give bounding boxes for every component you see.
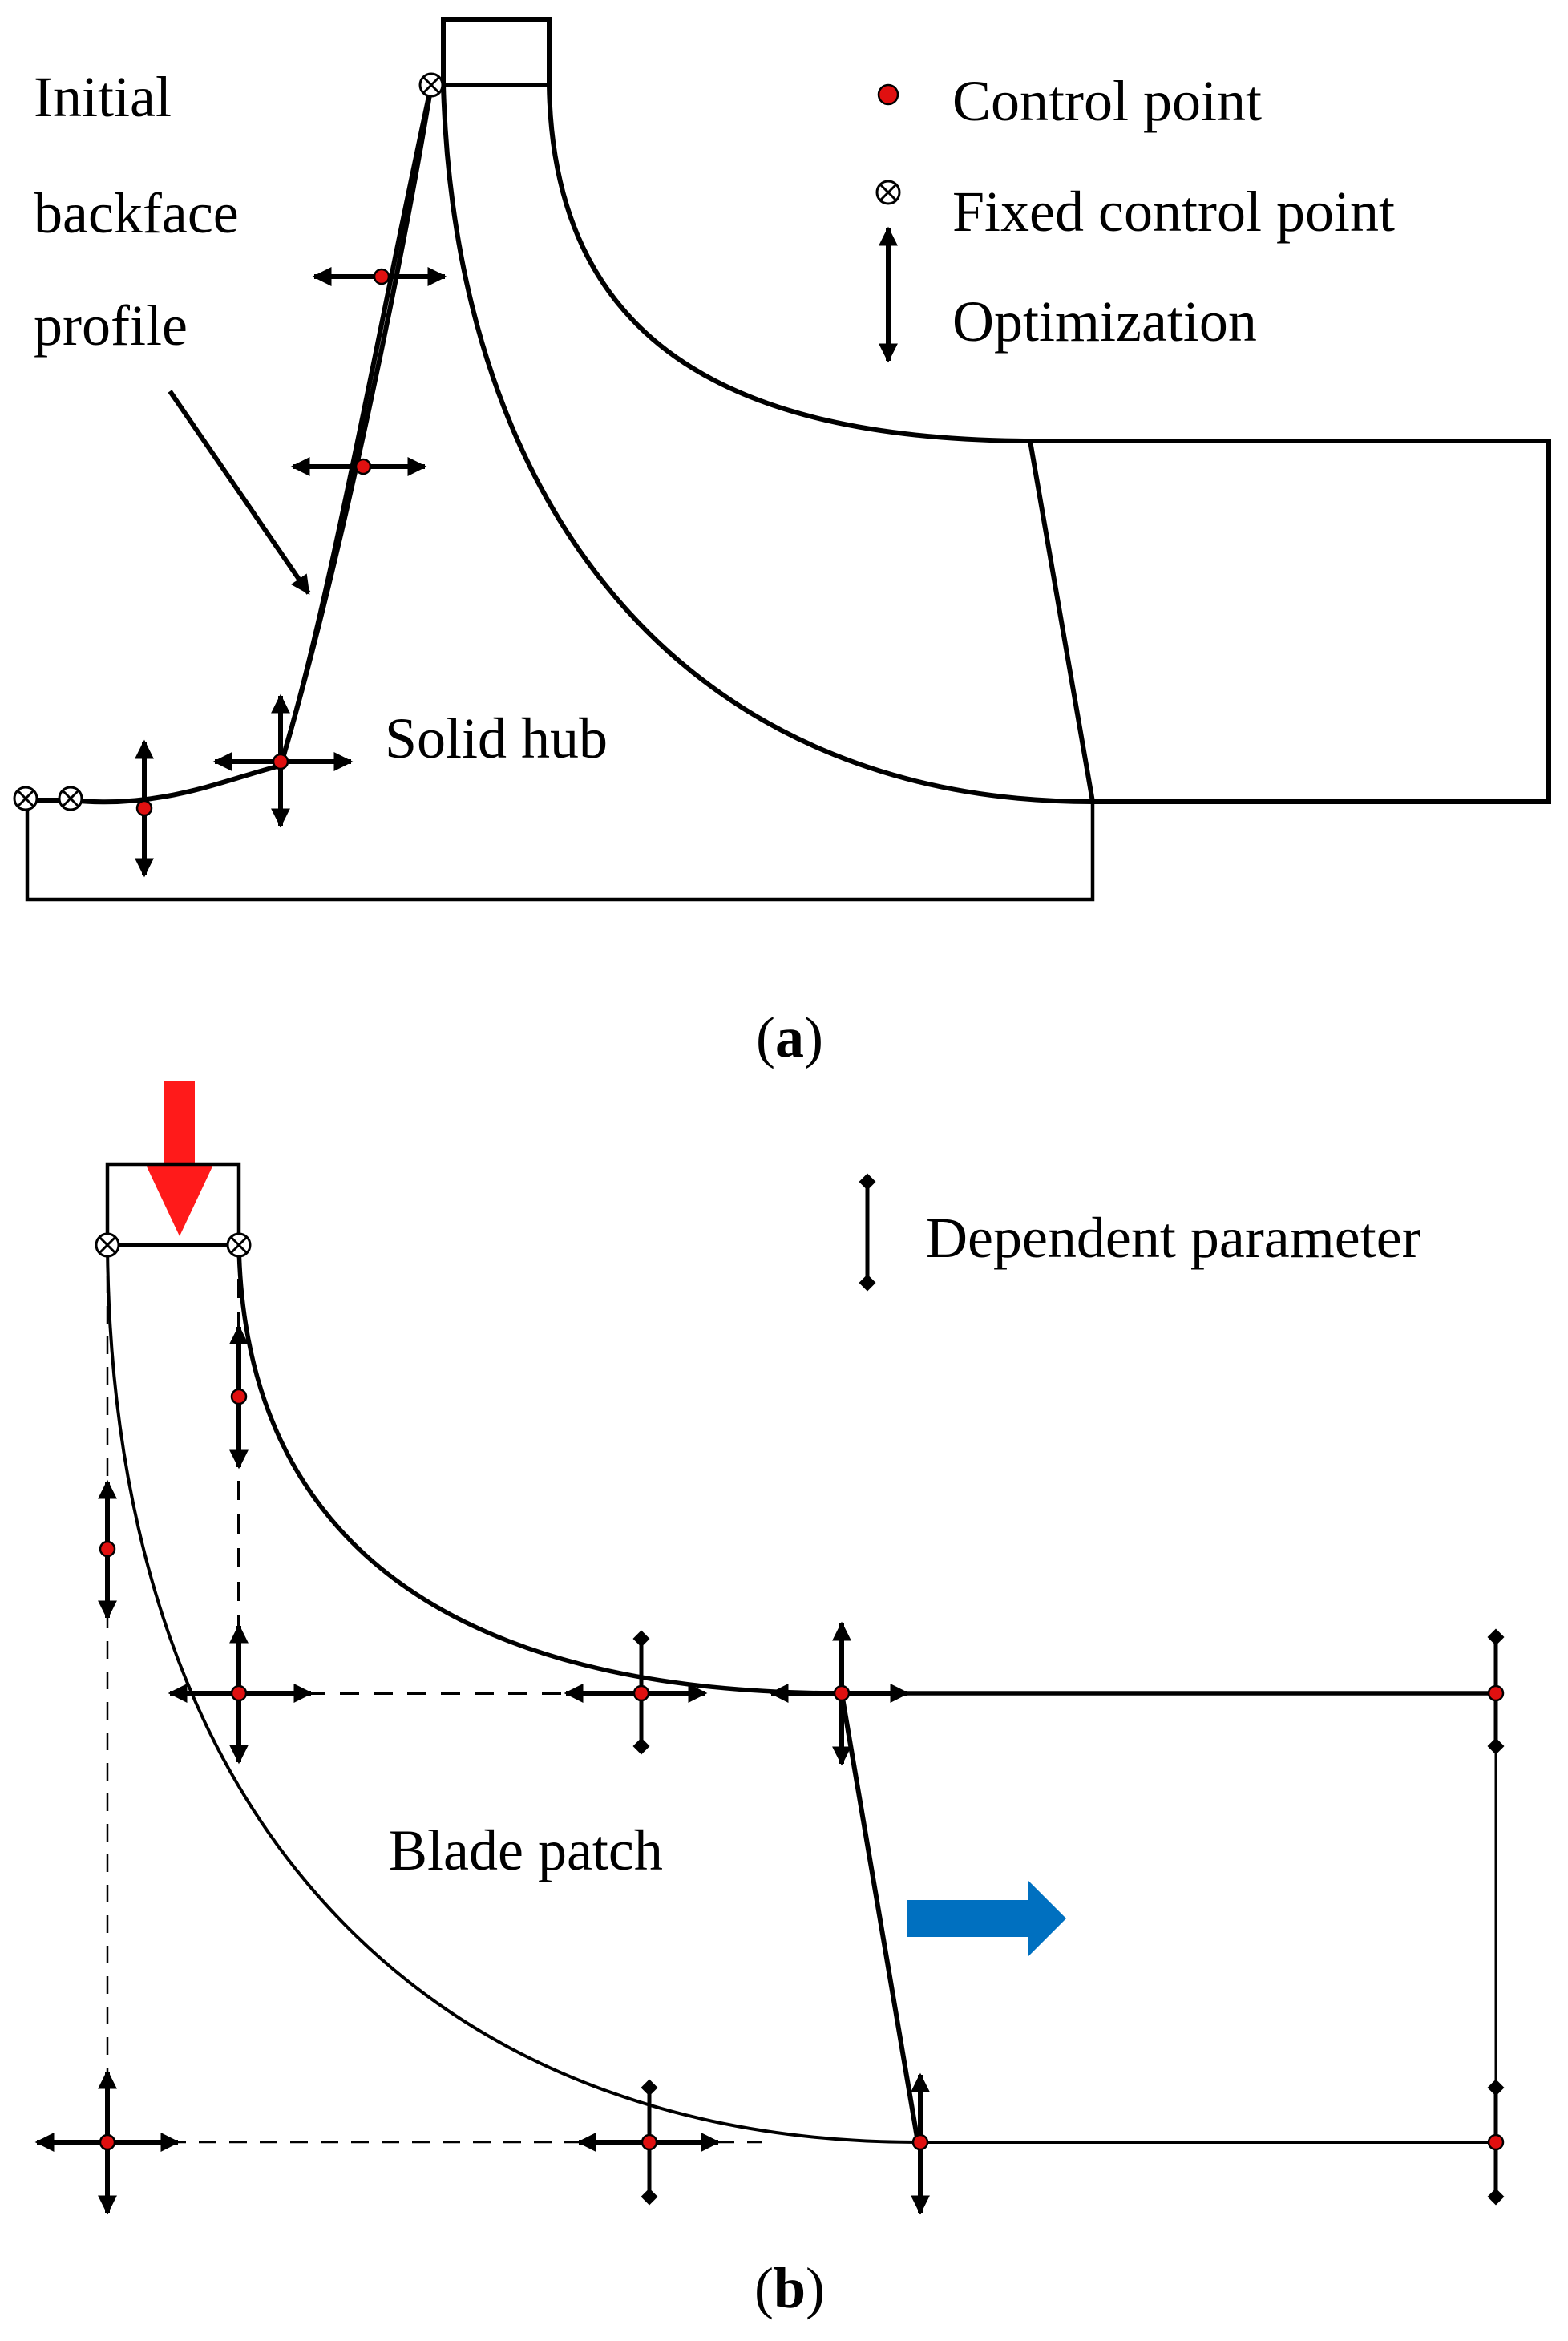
shroud-curve — [547, 84, 1031, 443]
panel-a — [25, 17, 1551, 902]
fixed-point-icon — [226, 1232, 252, 1258]
panel-b-points — [99, 1388, 1505, 2151]
control-point — [1487, 2133, 1505, 2151]
panel-b — [34, 1162, 1505, 2215]
panel-a-fixed-points — [13, 72, 444, 811]
inlet-box — [105, 1162, 241, 1247]
control-point — [833, 1684, 851, 1702]
control-point — [354, 458, 372, 475]
legend-b: Dependent parameter — [859, 1173, 1421, 1292]
control-point — [1487, 1684, 1505, 1702]
control-point — [99, 2133, 116, 2151]
control-point — [272, 753, 289, 770]
control-point — [373, 268, 390, 285]
initial-backface-profile — [278, 84, 434, 766]
legend-dependent-parameter-label: Dependent parameter — [926, 1206, 1421, 1270]
legend-fixed-point-label: Fixed control point — [952, 180, 1395, 244]
hub-curve — [441, 84, 1093, 804]
annotation-initial: Initial — [34, 65, 172, 129]
panel-a-points — [135, 268, 390, 817]
fixed-point-icon — [95, 1232, 120, 1258]
legend-fixed-point-icon — [875, 180, 901, 205]
fixed-point-icon — [13, 786, 38, 811]
control-point — [641, 2133, 658, 2151]
inflow-arrow — [147, 1081, 212, 1236]
control-point — [135, 799, 153, 817]
outlet-box — [1028, 439, 1551, 804]
control-point — [99, 1540, 116, 1558]
legend-control-point-label: Control point — [952, 69, 1262, 133]
shroud-curve — [236, 1244, 1496, 1696]
annotation-profile: profile — [34, 293, 188, 358]
hub-curve — [106, 1244, 1496, 2144]
control-point — [911, 2133, 929, 2151]
control-point — [230, 1684, 248, 1702]
panel-b-caption: (b) — [754, 2256, 825, 2320]
outflow-arrow — [907, 1880, 1066, 1957]
legend-optimization-label: Optimization — [952, 289, 1257, 354]
panel-b-fixed-points — [95, 1232, 252, 1258]
legend-a: Control point Fixed control point Optimi… — [875, 69, 1395, 363]
blade-patch-label: Blade patch — [389, 1818, 663, 1882]
inlet-box — [441, 17, 552, 87]
solid-hub-label: Solid hub — [385, 706, 608, 770]
fixed-point-icon — [418, 72, 444, 98]
control-point — [632, 1684, 650, 1702]
legend-control-point-icon — [877, 83, 899, 106]
outlet-line — [839, 1692, 920, 2143]
annotation-arrow — [168, 390, 311, 595]
panel-a-caption: (a) — [756, 1005, 823, 1069]
solid-hub-base — [25, 800, 1095, 902]
control-point — [230, 1388, 248, 1405]
fixed-point-icon — [58, 786, 83, 811]
annotation-backface: backface — [34, 181, 239, 245]
